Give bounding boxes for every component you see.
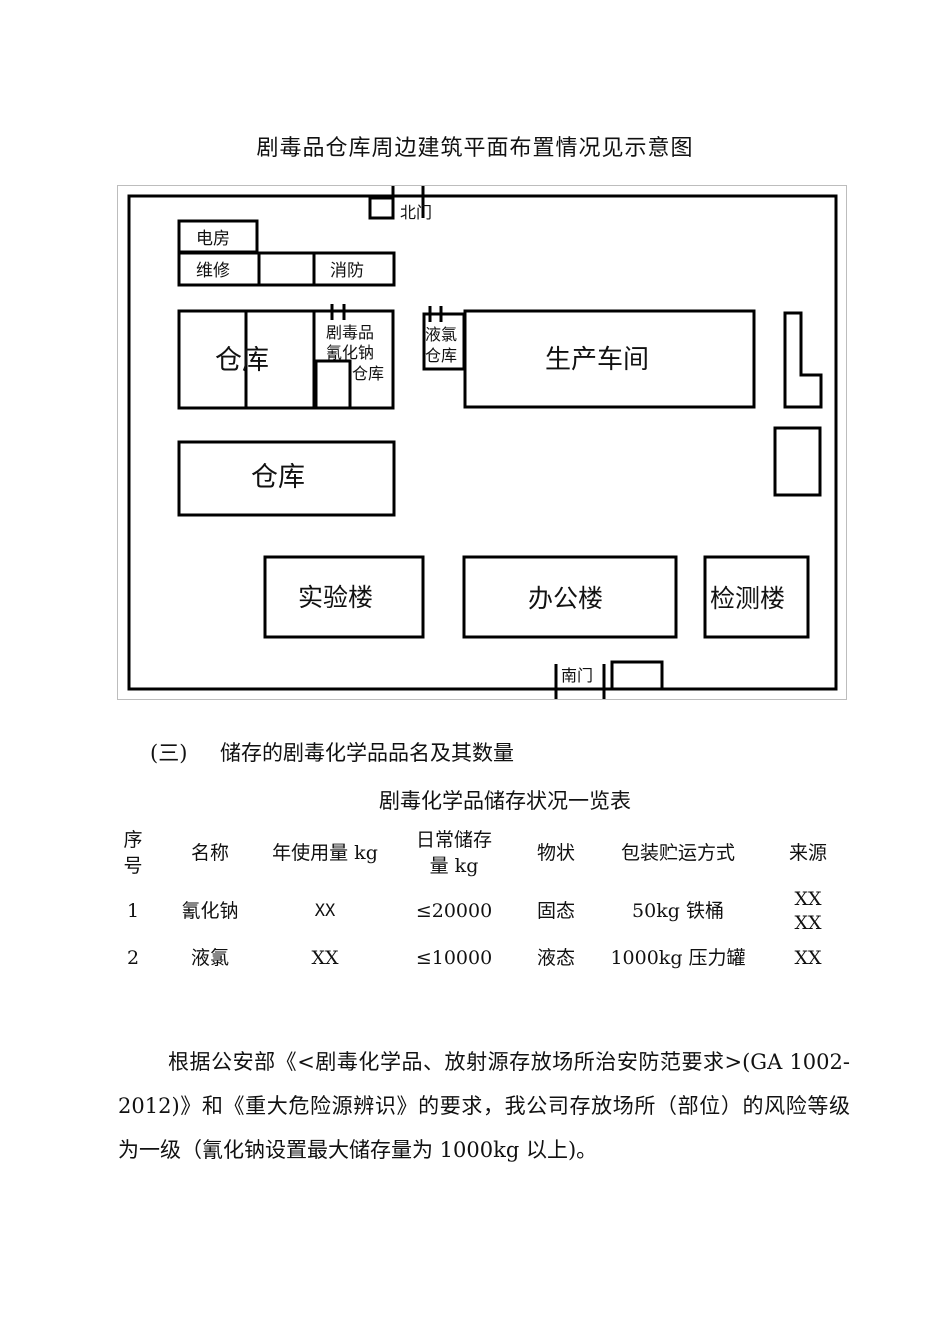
section-number: (三) xyxy=(150,741,188,765)
north-gate-booth xyxy=(368,196,395,220)
site-plan: 北门 南门 电房 维修 消防 仓库 剧毒品 氰化钠 仓库 液氯 仓库 生产车间 … xyxy=(127,186,838,699)
office-building xyxy=(462,555,678,639)
lab-label: 实验楼 xyxy=(298,583,373,612)
header-packaging: 包装贮运方式 xyxy=(620,842,735,864)
toxic-store-label-line3: 仓库 xyxy=(352,364,384,383)
toxic-store-inner-room xyxy=(314,359,352,410)
power-room-label: 电房 xyxy=(196,229,230,249)
cell-name: 液氯 xyxy=(190,947,229,969)
cell-no: 2 xyxy=(126,947,140,969)
table-header-row: 序号 名称 年使用量 kg 日常储存量 kg 物状 包装贮运方式 来源 xyxy=(110,822,850,884)
table-title: 剧毒化学品储存状况一览表 xyxy=(379,789,631,813)
inspection-label: 检测楼 xyxy=(710,584,785,613)
site-plan-frame: 北门 南门 电房 维修 消防 仓库 剧毒品 氰化钠 仓库 液氯 仓库 生产车间 … xyxy=(117,185,847,700)
repair-label: 维修 xyxy=(196,261,230,281)
lab-building xyxy=(263,555,425,639)
toxic-store-label-line1: 剧毒品 xyxy=(326,323,374,342)
header-name: 名称 xyxy=(190,842,229,864)
production-workshop-building xyxy=(463,309,756,409)
warehouse-b-label: 仓库 xyxy=(251,462,305,493)
storage-table: 序号 名称 年使用量 kg 日常储存量 kg 物状 包装贮运方式 来源 1 氰化… xyxy=(110,822,850,978)
cell-no: 1 xyxy=(126,900,140,922)
cell-annual: XX xyxy=(311,947,339,969)
chlorine-store-label-line2: 仓库 xyxy=(425,346,457,365)
site-boundary xyxy=(127,194,838,691)
cell-daily: ≤20000 xyxy=(415,900,493,922)
office-label: 办公楼 xyxy=(528,584,603,613)
header-no: 序号 xyxy=(123,829,143,877)
right-l-shaped-building xyxy=(783,311,823,409)
cell-packaging: 50kg 铁桶 xyxy=(632,900,724,922)
middle-building xyxy=(257,251,316,287)
right-small-building xyxy=(773,426,822,497)
cell-source: XX xyxy=(794,947,822,969)
cell-state: 液态 xyxy=(536,947,575,969)
section-text: 储存的剧毒化学品品名及其数量 xyxy=(220,741,514,765)
section-heading: (三) 储存的剧毒化学品品名及其数量 xyxy=(150,737,514,767)
south-gate-booth xyxy=(610,660,664,691)
cell-state: 固态 xyxy=(536,900,575,922)
header-daily: 日常储存量 kg xyxy=(415,829,492,877)
cell-daily: ≤10000 xyxy=(415,947,493,969)
cell-packaging: 1000kg 压力罐 xyxy=(610,947,746,969)
south-gate-label: 南门 xyxy=(561,666,593,685)
header-source: 来源 xyxy=(788,842,827,864)
chlorine-store-label-line1: 液氯 xyxy=(425,325,457,344)
north-gate-label: 北门 xyxy=(400,203,432,222)
workshop-label: 生产车间 xyxy=(545,345,649,375)
cell-name: 氰化钠 xyxy=(181,900,239,922)
header-annual: 年使用量 kg xyxy=(272,842,378,864)
inspection-building xyxy=(703,555,810,639)
warehouse-block xyxy=(177,309,395,410)
header-state: 物状 xyxy=(536,842,575,864)
cell-annual: XX xyxy=(314,901,336,921)
body-paragraph: 根据公安部《<剧毒化学品、放射源存放场所治安防范要求>(GA 1002-2012… xyxy=(118,1050,850,1162)
fire-label: 消防 xyxy=(330,261,364,281)
fire-building xyxy=(312,251,396,287)
table-row: 2 液氯 XX ≤10000 液态 1000kg 压力罐 XX xyxy=(110,938,850,978)
figure-title: 剧毒品仓库周边建筑平面布置情况见示意图 xyxy=(256,136,694,161)
toxic-store-label-line2: 氰化钠 xyxy=(326,343,374,362)
lower-warehouse-building xyxy=(177,440,396,517)
warehouse-a-label: 仓库 xyxy=(215,345,269,376)
